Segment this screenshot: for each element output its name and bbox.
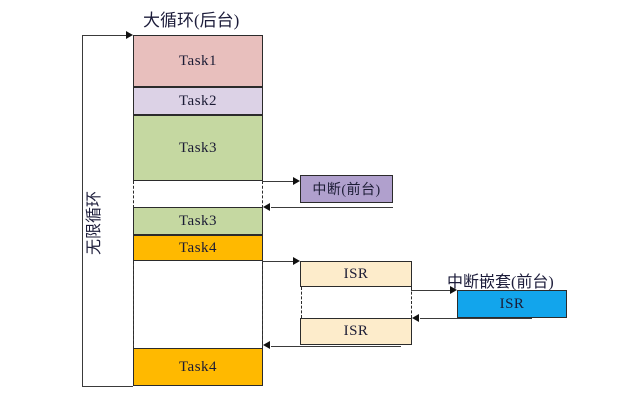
loop-left-line xyxy=(82,35,84,387)
nested-isr-box: ISR xyxy=(457,290,567,318)
loop-entry-arrowhead xyxy=(126,31,133,39)
dashed-line-isr-left xyxy=(300,287,302,318)
nested-isr-return-stub xyxy=(531,318,533,319)
label-nested-interrupt: 中断嵌套(前台) xyxy=(447,274,554,291)
task-box-task1-label: Task1 xyxy=(178,52,218,69)
arrow-head-to-interrupt xyxy=(293,177,300,185)
task-box-task4-first-label: Task4 xyxy=(178,239,218,256)
loop-bottom-line xyxy=(82,386,133,388)
dashed-line-task-right-lower xyxy=(262,261,263,349)
title-background-loop: 大循环(后台) xyxy=(143,11,240,30)
arrow-line-to-isr xyxy=(262,261,294,263)
task-box-task3-second: Task3 xyxy=(133,207,263,235)
arrow-line-from-isr xyxy=(271,345,401,347)
task-box-task3-first-label: Task3 xyxy=(178,139,218,156)
dashed-line-task-right-upper xyxy=(262,181,263,208)
dashed-line-isr-right xyxy=(411,287,412,318)
arrow-head-from-isr xyxy=(263,341,270,349)
task-box-task4-first: Task4 xyxy=(133,235,263,261)
isr-box-upper-label: ISR xyxy=(343,265,369,282)
interrupt-box: 中断(前台) xyxy=(300,175,393,203)
dashed-line-task-left-upper xyxy=(133,181,134,208)
arrow-line-from-nested-isr xyxy=(420,318,532,320)
arrow-head-from-interrupt xyxy=(263,203,270,211)
arrow-line-to-interrupt xyxy=(262,181,294,183)
task-box-task4-second: Task4 xyxy=(133,348,263,386)
isr-box-upper: ISR xyxy=(300,261,412,287)
arrow-line-to-nested-isr xyxy=(411,290,451,292)
isr-box-lower: ISR xyxy=(300,318,412,345)
arrow-line-from-interrupt xyxy=(271,207,393,209)
task-box-task1: Task1 xyxy=(133,35,263,87)
task-box-task3-first: Task3 xyxy=(133,115,263,181)
task-box-task4-second-label: Task4 xyxy=(178,358,218,375)
arrow-head-to-isr xyxy=(293,257,300,265)
arrow-head-from-nested-isr xyxy=(412,314,419,322)
task-box-task2-label: Task2 xyxy=(178,92,218,109)
label-infinite-loop: 无限循环 xyxy=(86,190,103,255)
task-box-task2: Task2 xyxy=(133,87,263,115)
task-box-task3-second-label: Task3 xyxy=(178,212,218,229)
dashed-line-task-left-lower xyxy=(133,261,134,349)
isr-box-lower-label: ISR xyxy=(343,323,369,339)
loop-top-line xyxy=(82,35,128,37)
arrow-head-to-nested-isr xyxy=(450,286,457,294)
nested-isr-box-label: ISR xyxy=(499,295,525,312)
interrupt-box-label: 中断(前台) xyxy=(312,183,381,198)
